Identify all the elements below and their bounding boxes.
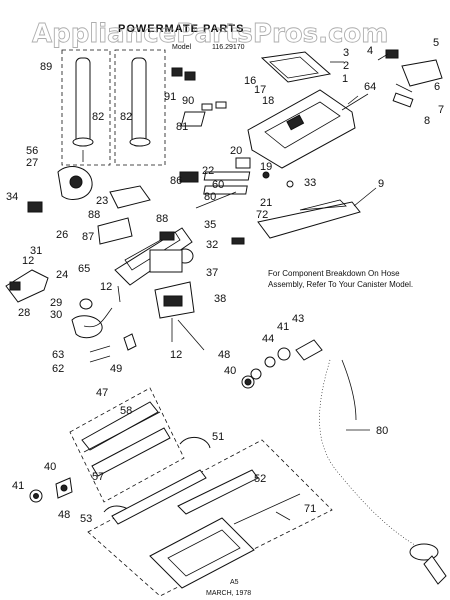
callout-31: 31 <box>30 245 42 257</box>
note-line-1: For Component Breakdown On Hose <box>268 269 400 278</box>
callout-48a: 48 <box>218 349 230 361</box>
callout-90: 90 <box>182 95 194 107</box>
callout-16: 16 <box>244 75 256 87</box>
callout-33: 33 <box>304 177 316 189</box>
callout-32: 32 <box>206 239 218 251</box>
callout-7: 7 <box>438 104 444 116</box>
callout-51: 51 <box>212 431 224 443</box>
bumper-and-guides <box>203 157 361 239</box>
callout-34: 34 <box>6 191 18 203</box>
callout-12c: 12 <box>170 349 182 361</box>
callout-9: 9 <box>378 178 384 190</box>
handle-tube-left <box>61 49 111 166</box>
callout-12b: 12 <box>100 281 112 293</box>
callout-53: 53 <box>80 513 92 525</box>
callout-48b: 48 <box>58 509 70 521</box>
callout-18: 18 <box>262 95 274 107</box>
base-and-motor <box>27 166 245 342</box>
callout-87: 87 <box>82 231 94 243</box>
callout-82a: 82 <box>92 111 104 123</box>
note-line-2: Assembly, Refer To Your Canister Model. <box>268 280 413 289</box>
latch-parts <box>341 49 443 111</box>
callout-71: 71 <box>304 503 316 515</box>
callout-27: 27 <box>26 157 38 169</box>
callout-89: 89 <box>40 61 52 73</box>
callout-88a: 88 <box>88 209 100 221</box>
callout-65: 65 <box>78 263 90 275</box>
callout-4: 4 <box>367 45 373 57</box>
callout-80a: 80 <box>204 191 216 203</box>
callout-24: 24 <box>56 269 68 281</box>
callout-60: 60 <box>212 179 224 191</box>
callout-58: 58 <box>120 405 132 417</box>
callout-91: 91 <box>164 91 176 103</box>
hose-assembly <box>317 359 447 585</box>
callout-47: 47 <box>96 387 108 399</box>
watermark: AppliancePartsPros.com <box>32 19 388 49</box>
callout-2: 2 <box>343 60 349 72</box>
model-number: 116.29170 <box>212 44 245 51</box>
callout-88b: 88 <box>156 213 168 225</box>
model-label: Model <box>172 44 192 51</box>
callout-38: 38 <box>214 293 226 305</box>
callout-21: 21 <box>260 197 272 209</box>
callout-35: 35 <box>204 219 216 231</box>
callout-37: 37 <box>206 267 218 279</box>
callout-3: 3 <box>343 47 349 59</box>
footer-code: A5 <box>230 579 239 586</box>
footer-date: MARCH, 1978 <box>206 590 251 597</box>
callout-86: 86 <box>170 175 182 187</box>
callout-82b: 82 <box>120 111 132 123</box>
callout-29: 29 <box>50 297 62 309</box>
callout-26: 26 <box>56 229 68 241</box>
callout-40a: 40 <box>224 365 236 377</box>
callout-43: 43 <box>292 313 304 325</box>
callout-64: 64 <box>364 81 376 93</box>
cord-and-switch <box>5 269 137 363</box>
callout-28: 28 <box>18 307 30 319</box>
callout-20: 20 <box>230 145 242 157</box>
callout-40b: 40 <box>44 461 56 473</box>
callout-41b: 41 <box>12 480 24 492</box>
callout-41a: 41 <box>277 321 289 333</box>
leader-lines <box>177 53 389 521</box>
callout-62: 62 <box>52 363 64 375</box>
callout-63: 63 <box>52 349 64 361</box>
callout-57: 57 <box>92 471 104 483</box>
callout-12a: 12 <box>22 255 34 267</box>
callout-22: 22 <box>202 165 214 177</box>
brush-end-parts <box>29 477 73 503</box>
diagram-title: POWERMATE PARTS <box>118 23 244 35</box>
callout-labels: 1 2 3 4 5 6 7 8 9 12 12 12 16 17 18 19 2… <box>6 37 444 525</box>
callout-30: 30 <box>50 309 62 321</box>
callout-8: 8 <box>424 115 430 127</box>
base-plate-group-dashed <box>87 436 333 597</box>
callout-44: 44 <box>262 333 274 345</box>
handle-tube-right <box>114 49 166 166</box>
callout-49: 49 <box>110 363 122 375</box>
callout-80b: 80 <box>376 425 388 437</box>
brush-roll-end <box>241 339 323 389</box>
callout-6: 6 <box>434 81 440 93</box>
callout-56: 56 <box>26 145 38 157</box>
callout-1: 1 <box>342 73 348 85</box>
handle-clip-parts <box>171 67 227 127</box>
callout-52: 52 <box>254 473 266 485</box>
callout-17: 17 <box>254 84 266 96</box>
callout-5: 5 <box>433 37 439 49</box>
callout-72: 72 <box>256 209 268 221</box>
brush-group-dashed <box>69 387 185 503</box>
hood-assembly <box>247 51 356 169</box>
callout-19: 19 <box>260 161 272 173</box>
callout-81: 81 <box>176 121 188 133</box>
callout-23: 23 <box>96 195 108 207</box>
